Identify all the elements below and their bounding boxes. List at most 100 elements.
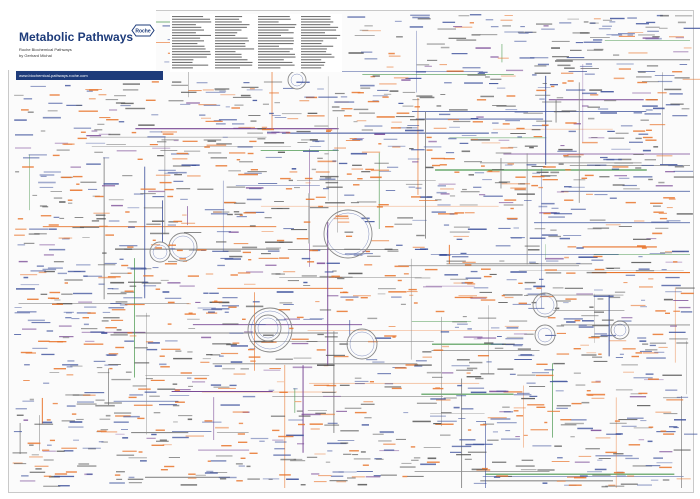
metabolite-label bbox=[276, 319, 286, 321]
legend-text-line bbox=[172, 16, 204, 18]
metabolite-label bbox=[476, 421, 486, 422]
legend-text-line bbox=[258, 61, 293, 63]
metabolite-label bbox=[293, 458, 303, 460]
metabolite-label bbox=[665, 389, 678, 391]
enzyme-label bbox=[581, 177, 588, 179]
metabolite-label bbox=[526, 382, 536, 384]
metabolite-label bbox=[172, 81, 182, 83]
metabolite-label bbox=[82, 394, 96, 396]
metabolite-label bbox=[205, 91, 226, 93]
metabolite-label bbox=[356, 201, 377, 203]
metabolite-label bbox=[127, 207, 140, 209]
metabolite-label bbox=[568, 186, 585, 188]
metabolite-label bbox=[39, 244, 55, 246]
metabolite-label bbox=[531, 372, 549, 374]
enzyme-label bbox=[637, 245, 646, 247]
metabolite-label bbox=[168, 100, 184, 102]
enzyme-label bbox=[648, 426, 654, 428]
enzyme-label bbox=[168, 244, 176, 246]
metabolite-label bbox=[487, 439, 499, 441]
enzyme-label bbox=[378, 204, 389, 206]
metabolite-label bbox=[637, 71, 656, 72]
metabolite-label bbox=[182, 260, 188, 262]
metabolite-label bbox=[495, 245, 511, 247]
poster-url[interactable]: www.biochemical-pathways.roche.com bbox=[19, 73, 88, 78]
metabolite-label bbox=[592, 227, 610, 229]
metabolite-label bbox=[567, 18, 579, 20]
metabolite-label bbox=[63, 450, 74, 452]
metabolite-label bbox=[225, 106, 230, 108]
metabolite-label bbox=[556, 332, 566, 334]
metabolite-label bbox=[467, 387, 485, 389]
metabolite-label bbox=[576, 293, 593, 295]
metabolite-label bbox=[501, 183, 520, 185]
metabolite-label bbox=[665, 291, 682, 293]
legend-text-line bbox=[301, 43, 322, 45]
legend-text-line bbox=[301, 67, 322, 69]
metabolite-label bbox=[454, 26, 473, 28]
pathway-cycle-inner bbox=[537, 327, 553, 343]
metabolite-label bbox=[252, 99, 258, 102]
enzyme-label bbox=[351, 91, 361, 94]
metabolite-label bbox=[130, 268, 147, 270]
legend-text-line bbox=[301, 59, 322, 61]
metabolite-label bbox=[317, 88, 324, 90]
metabolite-label bbox=[615, 389, 633, 391]
metabolite-label bbox=[269, 368, 281, 369]
metabolite-label bbox=[119, 258, 124, 260]
metabolite-label bbox=[459, 204, 478, 206]
metabolite-label bbox=[591, 259, 604, 261]
metabolite-label bbox=[676, 396, 689, 398]
metabolite-label bbox=[632, 465, 653, 467]
metabolite-label bbox=[542, 179, 558, 181]
metabolite-label bbox=[605, 485, 625, 487]
enzyme-label bbox=[128, 396, 137, 399]
metabolite-label bbox=[353, 458, 371, 460]
metabolite-label bbox=[548, 235, 561, 238]
legend-text-line bbox=[258, 26, 295, 28]
enzyme-label bbox=[94, 195, 104, 198]
metabolite-label bbox=[261, 126, 268, 128]
metabolite-label bbox=[531, 301, 537, 304]
enzyme-label bbox=[568, 484, 582, 486]
enzyme-label bbox=[230, 274, 238, 276]
metabolite-label bbox=[609, 197, 617, 199]
metabolite-label bbox=[636, 76, 652, 78]
metabolite-label bbox=[589, 22, 599, 24]
enzyme-label bbox=[179, 258, 186, 260]
metabolite-label bbox=[296, 81, 310, 83]
metabolite-label bbox=[356, 120, 367, 122]
metabolite-label bbox=[325, 354, 345, 356]
url-bar: www.biochemical-pathways.roche.com bbox=[16, 71, 163, 80]
enzyme-label bbox=[439, 164, 447, 166]
metabolite-label bbox=[86, 163, 101, 165]
metabolite-label bbox=[238, 173, 258, 176]
metabolite-label bbox=[594, 194, 608, 196]
metabolite-label bbox=[113, 421, 129, 423]
metabolite-label bbox=[570, 49, 582, 51]
enzyme-label bbox=[236, 159, 241, 161]
metabolite-label bbox=[34, 465, 49, 467]
metabolite-label bbox=[14, 234, 25, 236]
metabolite-label bbox=[294, 401, 302, 403]
metabolite-label bbox=[412, 219, 427, 221]
metabolite-label bbox=[218, 387, 236, 389]
legend-text-line bbox=[215, 16, 243, 18]
enzyme-label bbox=[207, 460, 211, 462]
metabolite-label bbox=[344, 194, 355, 196]
metabolite-label bbox=[629, 396, 647, 398]
metabolite-label bbox=[500, 75, 516, 77]
metabolite-label bbox=[95, 399, 105, 401]
metabolite-label bbox=[242, 395, 256, 398]
metabolite-label bbox=[18, 260, 28, 263]
enzyme-label bbox=[57, 341, 64, 343]
metabolite-label bbox=[164, 61, 170, 63]
metabolite-label bbox=[249, 324, 266, 325]
metabolite-label bbox=[122, 437, 129, 439]
metabolite-label bbox=[111, 319, 124, 321]
metabolite-label bbox=[361, 171, 371, 173]
metabolite-label bbox=[307, 112, 318, 114]
legend-text-line bbox=[258, 48, 293, 50]
metabolite-label bbox=[477, 337, 497, 339]
